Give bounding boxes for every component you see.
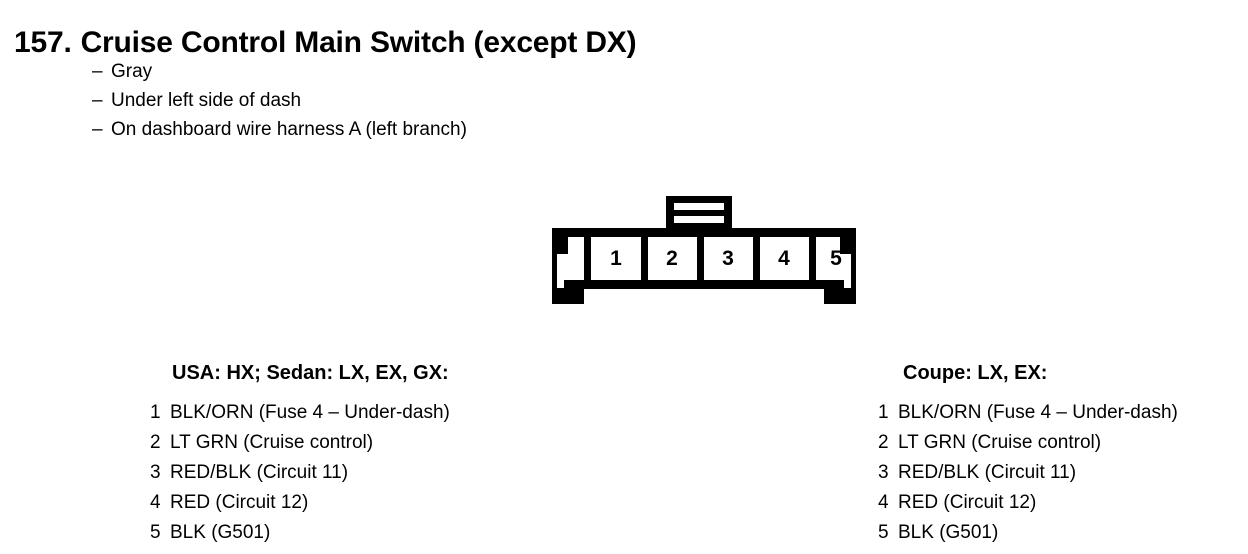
- circuit-pin-number: 3: [878, 462, 889, 483]
- circuit-column-coupe: Coupe: LX, EX: 1 BLK/ORN (Fuse 4 – Under…: [878, 362, 1178, 548]
- bullet-dash-icon: –: [92, 61, 103, 82]
- description-item: – Under left side of dash: [92, 86, 467, 115]
- circuit-pin-number: 4: [150, 492, 161, 513]
- circuit-pin-number: 5: [150, 522, 161, 543]
- circuit-row: 5 BLK (G501): [150, 518, 450, 548]
- terminal-cavities: [557, 237, 851, 280]
- circuit-pin-number: 2: [150, 432, 161, 453]
- description-item-label: Gray: [111, 61, 153, 82]
- circuit-row: 4 RED (Circuit 12): [150, 488, 450, 518]
- description-item-label: On dashboard wire harness A (left branch…: [111, 119, 467, 140]
- circuit-pin-number: 2: [878, 432, 889, 453]
- connector-right-notch: [824, 228, 856, 304]
- circuit-row: 4 RED (Circuit 12): [878, 488, 1178, 518]
- circuit-row: 2 LT GRN (Cruise control): [150, 428, 450, 458]
- connector-diagram: 1 2 3 4 5: [548, 196, 860, 308]
- circuit-pin-number: 1: [150, 402, 161, 423]
- circuit-description: RED (Circuit 12): [170, 492, 309, 513]
- page-number: 157.: [14, 26, 72, 60]
- circuit-row: 2 LT GRN (Cruise control): [878, 428, 1178, 458]
- circuit-description: BLK/ORN (Fuse 4 – Under-dash): [170, 402, 450, 423]
- circuit-description: BLK/ORN (Fuse 4 – Under-dash): [898, 402, 1178, 423]
- circuit-pin-number: 5: [878, 522, 889, 543]
- circuit-list: 1 BLK/ORN (Fuse 4 – Under-dash) 2 LT GRN…: [150, 398, 450, 548]
- terminal-number-5: 5: [830, 247, 842, 270]
- terminal-dividers: [584, 237, 856, 280]
- circuit-pin-number: 1: [878, 402, 889, 423]
- page-title: 157.Cruise Control Main Switch (except D…: [14, 26, 637, 60]
- circuit-row: 3 RED/BLK (Circuit 11): [150, 458, 450, 488]
- page-title-text: Cruise Control Main Switch (except DX): [80, 26, 637, 60]
- circuit-column-usa-sedan: USA: HX; Sedan: LX, EX, GX: 1 BLK/ORN (F…: [150, 362, 450, 548]
- bullet-dash-icon: –: [92, 90, 103, 111]
- circuit-row: 1 BLK/ORN (Fuse 4 – Under-dash): [878, 398, 1178, 428]
- circuit-description: RED/BLK (Circuit 11): [170, 462, 349, 483]
- connector-left-notch: [552, 228, 584, 304]
- circuit-description: RED (Circuit 12): [898, 492, 1037, 513]
- connector-outline-icon: 1 2 3 4 5: [552, 196, 856, 304]
- circuit-pin-number: 3: [150, 462, 161, 483]
- description-list: – Gray – Under left side of dash – On da…: [92, 57, 467, 144]
- terminal-number-1: 1: [610, 247, 622, 270]
- terminal-number-3: 3: [722, 247, 734, 270]
- description-item: – Gray: [92, 57, 467, 86]
- description-item-label: Under left side of dash: [111, 90, 302, 111]
- circuit-description: BLK (G501): [170, 522, 271, 543]
- circuit-description: RED/BLK (Circuit 11): [898, 462, 1077, 483]
- circuit-description: LT GRN (Cruise control): [170, 432, 374, 453]
- terminal-number-2: 2: [666, 247, 678, 270]
- description-item: – On dashboard wire harness A (left bran…: [92, 115, 467, 144]
- connector-latch-tab-icon: [666, 196, 732, 230]
- circuit-pin-number: 4: [878, 492, 889, 513]
- circuit-column-heading: Coupe: LX, EX:: [903, 362, 1048, 384]
- circuit-row: 1 BLK/ORN (Fuse 4 – Under-dash): [150, 398, 450, 428]
- circuit-row: 3 RED/BLK (Circuit 11): [878, 458, 1178, 488]
- circuit-row: 5 BLK (G501): [878, 518, 1178, 548]
- circuit-description: BLK (G501): [898, 522, 999, 543]
- terminal-number-4: 4: [778, 247, 790, 270]
- circuit-description: LT GRN (Cruise control): [898, 432, 1102, 453]
- circuit-column-heading: USA: HX; Sedan: LX, EX, GX:: [172, 362, 449, 384]
- bullet-dash-icon: –: [92, 119, 103, 140]
- circuit-list: 1 BLK/ORN (Fuse 4 – Under-dash) 2 LT GRN…: [878, 398, 1178, 548]
